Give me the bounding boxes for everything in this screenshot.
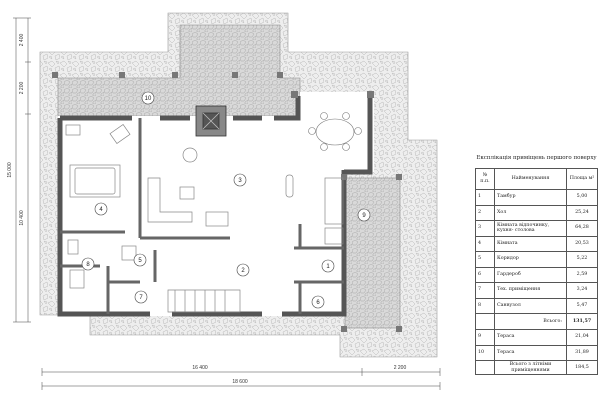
room-3-label: 3 <box>238 178 242 184</box>
total-label: Всього: <box>494 313 567 330</box>
bottom-dimension-line <box>41 368 441 390</box>
row-num: 3 <box>475 220 495 237</box>
row-area: 20,53 <box>566 235 598 252</box>
row-name: Тераса <box>494 344 567 361</box>
dining-table <box>308 112 362 151</box>
dim-bottom-right: 2 200 <box>394 365 407 371</box>
row-name: Санвузол <box>494 297 567 314</box>
row-num: 2 <box>475 204 495 221</box>
room-8-label: 8 <box>86 262 90 268</box>
row-area: 5,22 <box>566 251 598 268</box>
row-name: Тераса <box>494 329 567 346</box>
row-area: 31,89 <box>566 344 598 361</box>
schedule-header-row: № п.п. Найменування Площа м² <box>475 168 598 190</box>
dim-left-total: 15 000 <box>7 162 13 178</box>
room-10-label: 10 <box>145 96 152 102</box>
row-name: Тех. приміщення <box>494 282 567 299</box>
room-schedule: Експлікація приміщень першого поверху № … <box>475 155 598 376</box>
header-area: Площа м² <box>566 168 598 190</box>
room-5-label: 5 <box>138 258 142 264</box>
schedule-title: Експлікація приміщень першого поверху <box>476 155 597 161</box>
left-dimension-line <box>13 17 31 323</box>
row-num: 7 <box>475 282 495 299</box>
dim-left-part-1: 2 400 <box>19 34 25 47</box>
row-num: 9 <box>475 329 495 346</box>
row-name: Тамбур <box>494 189 567 206</box>
fireplace <box>195 105 227 137</box>
row-num: 4 <box>475 235 495 252</box>
room-6-label: 6 <box>316 300 320 306</box>
summary-label: Всього з літніми приміщеннями <box>494 359 567 376</box>
row-name: Коридор <box>494 251 567 268</box>
room-7-label: 7 <box>139 295 143 301</box>
dim-left-part-2: 2 200 <box>19 82 25 95</box>
interior-walls <box>60 118 344 314</box>
total-area: 131,57 <box>566 313 598 330</box>
furniture <box>65 124 344 313</box>
row-name: Кімната відпочинку, кухня- столова <box>494 220 567 237</box>
dim-bottom-total: 18 600 <box>232 379 248 385</box>
row-num: 10 <box>475 344 495 361</box>
dim-left-part-3: 10 400 <box>19 210 25 226</box>
row-area: 5,47 <box>566 297 598 314</box>
room-2-label: 2 <box>241 268 245 274</box>
dim-bottom-inner: 16 400 <box>192 365 208 371</box>
row-area: 3,24 <box>566 282 598 299</box>
room-9-label: 9 <box>362 213 366 219</box>
room-4-label: 4 <box>99 207 103 213</box>
row-num: 1 <box>475 189 495 206</box>
row-num: 6 <box>475 266 495 283</box>
terrace-9 <box>344 177 401 329</box>
row-name: Гардероб <box>494 266 567 283</box>
exterior-walls <box>57 96 373 317</box>
total-row: Всього:131,57 <box>475 313 598 330</box>
dining-bay <box>300 92 374 172</box>
row-area: 5,00 <box>566 189 598 206</box>
terrace-columns <box>52 72 402 332</box>
row-area: 2,59 <box>566 266 598 283</box>
row-num: 5 <box>475 251 495 268</box>
row-area: 64,28 <box>566 220 598 237</box>
row-area: 25,24 <box>566 204 598 221</box>
row-name: Кімната <box>494 235 567 252</box>
row-num: 8 <box>475 297 495 314</box>
summary-area: 184,5 <box>566 359 598 376</box>
row-area: 21,04 <box>566 329 598 346</box>
room-1-label: 1 <box>326 264 330 270</box>
header-name: Найменування <box>494 168 567 190</box>
room-labels <box>81 91 371 309</box>
header-num: № п.п. <box>475 168 495 190</box>
row-name: Хол <box>494 204 567 221</box>
